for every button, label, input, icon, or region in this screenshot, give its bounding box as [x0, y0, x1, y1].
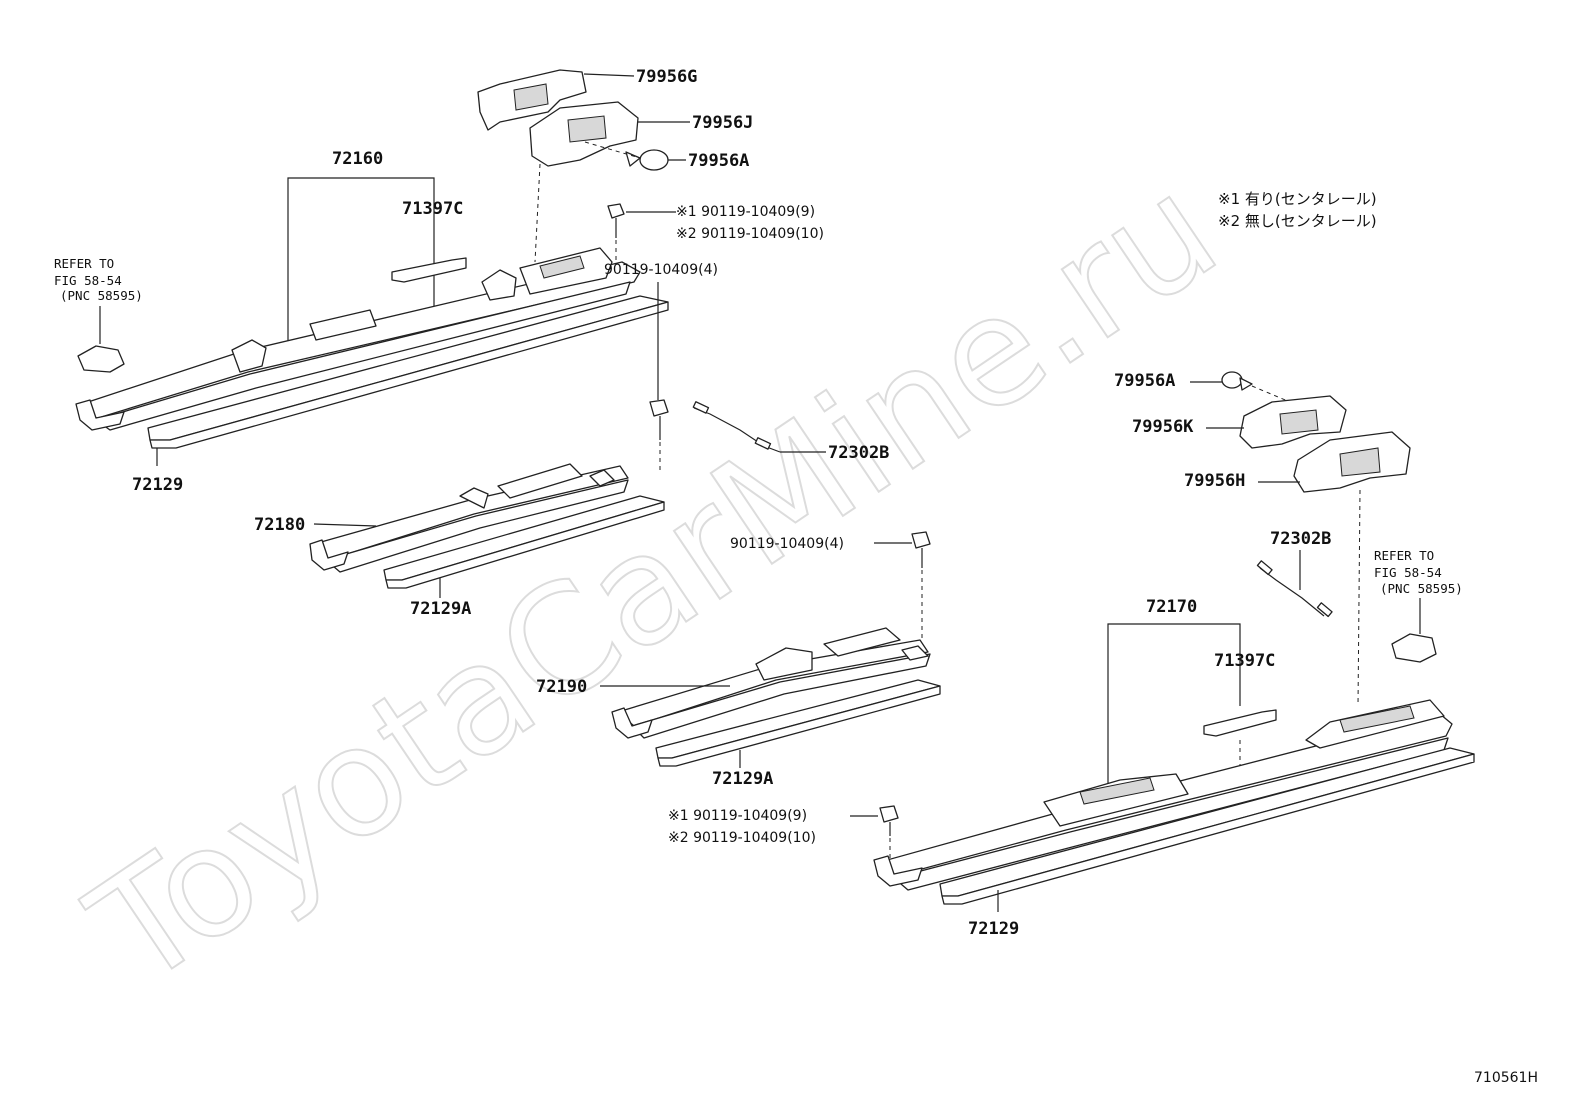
label-72190: 72190	[536, 677, 587, 697]
label-bolt-top-1: ※1 90119-10409(9)	[676, 204, 815, 220]
refer-left-line3: (PNC 58595)	[60, 288, 143, 303]
label-72180: 72180	[254, 515, 305, 535]
cover-79956J[interactable]	[529, 101, 639, 167]
cable-72302B-mid[interactable]	[692, 401, 781, 453]
seat-track-72180[interactable]	[309, 463, 629, 573]
refer-left-line2: FIG 58-54	[54, 273, 122, 288]
label-bolt-top-2: ※2 90119-10409(10)	[676, 226, 824, 242]
label-79956H: 79956H	[1184, 471, 1245, 491]
bolt-mid-a[interactable]	[649, 399, 669, 440]
label-bolt-mid-b: 90119-10409(4)	[730, 536, 844, 552]
note-1: ※1 有り(センタレール)	[1218, 190, 1377, 208]
cover-79956K[interactable]	[1239, 395, 1347, 449]
bolt-top[interactable]	[607, 203, 625, 238]
seat-track-72170[interactable]	[873, 699, 1453, 891]
leader-79956G	[583, 73, 635, 77]
label-72129A-2: 72129A	[712, 769, 773, 789]
seat-track-72190[interactable]	[611, 627, 931, 739]
rail-72129-right[interactable]	[939, 747, 1475, 905]
refer-left-line1: REFER TO	[54, 256, 114, 271]
part-71397C-right[interactable]	[1203, 709, 1277, 737]
clip-79956A-right[interactable]	[1221, 371, 1253, 391]
bracket-72170	[1107, 623, 1241, 790]
bracket-58595-left[interactable]	[77, 345, 125, 373]
refer-right-line2: FIG 58-54	[1374, 565, 1442, 580]
refer-right-line3: (PNC 58595)	[1380, 581, 1463, 596]
cover-79956G[interactable]	[477, 69, 587, 131]
rail-72129-left[interactable]	[147, 295, 669, 449]
clip-79956A-top[interactable]	[625, 149, 669, 171]
label-72302B-mid: 72302B	[828, 443, 889, 463]
seat-track-72160[interactable]	[75, 247, 641, 431]
note-2: ※2 無し(センタレール)	[1218, 212, 1377, 230]
label-72170: 72170	[1146, 597, 1197, 617]
label-72302B-right: 72302B	[1270, 529, 1331, 549]
diagram-code: 710561H	[1474, 1070, 1538, 1086]
cover-79956H[interactable]	[1293, 431, 1411, 493]
label-79956G: 79956G	[636, 67, 697, 87]
label-79956J: 79956J	[692, 113, 753, 133]
label-71397C-right: 71397C	[1214, 651, 1275, 671]
bracket-72160	[287, 177, 435, 346]
label-72160: 72160	[332, 149, 383, 169]
label-72129-right: 72129	[968, 919, 1019, 939]
label-72129A-1: 72129A	[410, 599, 471, 619]
label-bolt-mid-a: 90119-10409(4)	[604, 262, 718, 278]
rail-72129A-1[interactable]	[383, 495, 665, 589]
bracket-58595-right[interactable]	[1391, 633, 1437, 663]
bolt-mid-b[interactable]	[911, 531, 931, 568]
bolt-bottom[interactable]	[879, 805, 899, 836]
label-bolt-bot-1: ※1 90119-10409(9)	[668, 808, 807, 824]
label-71397C-left: 71397C	[402, 199, 463, 219]
label-72129-left: 72129	[132, 475, 183, 495]
part-71397C-left[interactable]	[391, 257, 467, 283]
label-79956A-top: 79956A	[688, 151, 749, 171]
label-bolt-bot-2: ※2 90119-10409(10)	[668, 830, 816, 846]
rail-72129A-2[interactable]	[655, 679, 941, 767]
label-79956A-right: 79956A	[1114, 371, 1175, 391]
cable-72302B-right[interactable]	[1256, 560, 1333, 618]
label-79956K: 79956K	[1132, 417, 1194, 437]
refer-right-line1: REFER TO	[1374, 548, 1434, 563]
